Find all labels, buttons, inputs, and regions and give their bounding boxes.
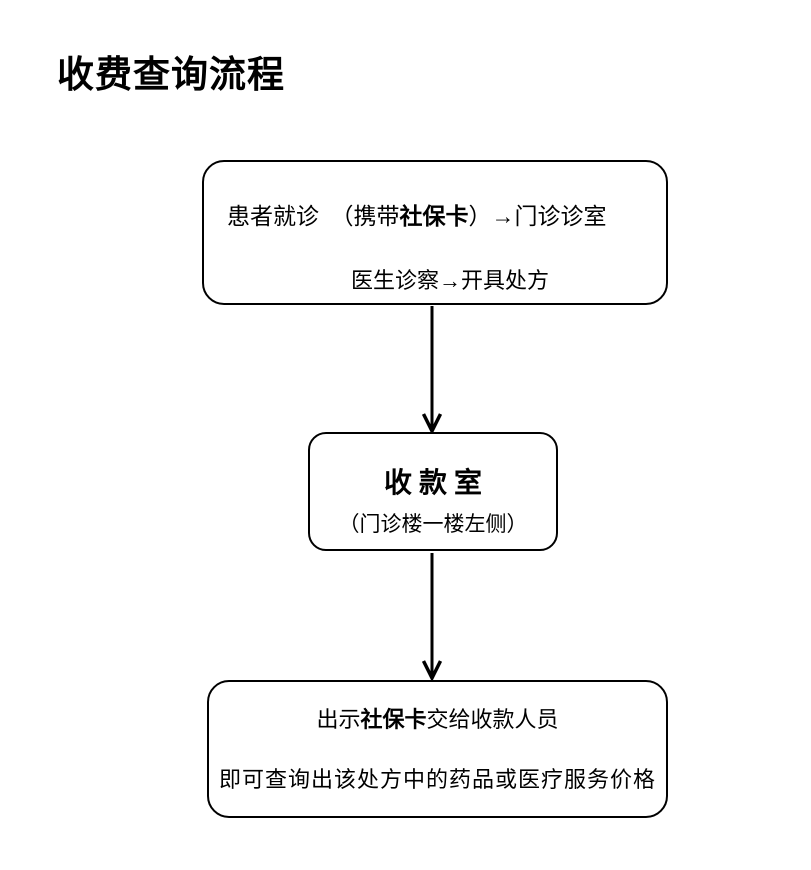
- step1-line1-social-security-card: 社保卡: [399, 204, 469, 229]
- step1-line1-post: ）→门诊诊室: [468, 204, 607, 229]
- flow-box-price-inquiry: 出示社保卡交给收款人员 即可查询出该处方中的药品或医疗服务价格: [207, 680, 668, 818]
- step3-line1-social-security-card: 社保卡: [360, 707, 427, 732]
- step2-location: （门诊楼一楼左侧）: [338, 512, 528, 536]
- step3-line2: 即可查询出该处方中的药品或医疗服务价格: [218, 767, 656, 792]
- step1-line1: 患者就诊 （携带社保卡）→门诊诊室: [227, 197, 607, 231]
- flow-box-cashier-room: 收 款 室 （门诊楼一楼左侧）: [308, 432, 558, 551]
- arrow-down-icon: [421, 553, 443, 680]
- step1-line1-pre: 患者就诊 （携带: [227, 204, 400, 229]
- step3-line1: 出示社保卡交给收款人员: [209, 702, 666, 734]
- step1-line2: 医生诊察→开具处方: [350, 268, 549, 293]
- step2-name: 收 款 室: [383, 468, 482, 499]
- page-title: 收费查询流程: [57, 55, 285, 96]
- arrow-down-icon: [421, 306, 443, 433]
- flow-box-patient-visit: 患者就诊 （携带社保卡）→门诊诊室 医生诊察→开具处方: [202, 160, 668, 305]
- step3-line1-post: 交给收款人员: [426, 707, 559, 732]
- step3-line1-pre: 出示: [316, 707, 361, 732]
